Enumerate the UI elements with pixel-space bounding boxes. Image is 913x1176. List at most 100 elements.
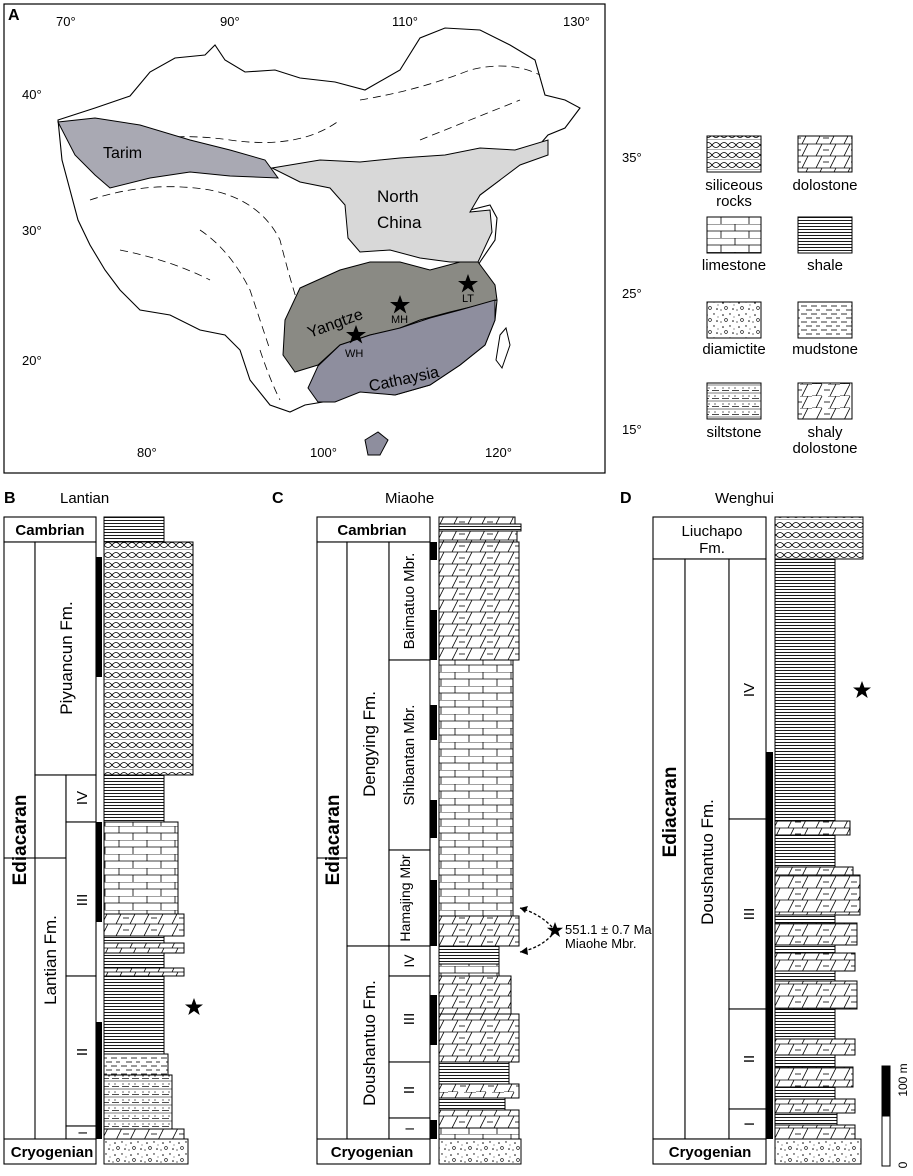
b-black-bar-2 <box>96 822 102 922</box>
scale-label-0: 0 <box>896 1161 910 1168</box>
c-doushantuo: Doushantuo Fm. <box>360 980 379 1106</box>
legend-swatch-limestone <box>706 216 762 254</box>
legend-siltstone: siltstone <box>706 424 761 441</box>
lon-label-70: 70° <box>56 14 76 29</box>
tarim-label: Tarim <box>103 145 142 162</box>
b-member-iii: III <box>74 894 91 907</box>
lt-star-icon <box>458 274 478 293</box>
d-member-ii: II <box>741 1055 758 1063</box>
b-member-i: I <box>76 1131 90 1134</box>
c-member-ii: II <box>401 1086 418 1094</box>
b-piyuancun: Piyuancun Fm. <box>57 601 76 714</box>
b-cambrian: Cambrian <box>15 522 84 539</box>
panel-c-label: C <box>272 490 284 507</box>
lat-label-30: 30° <box>22 223 42 238</box>
b-member-ii: II <box>74 1048 91 1056</box>
lon-label-80: 80° <box>137 445 157 460</box>
c-black-bar-1 <box>430 542 437 560</box>
lat-label-25: 25° <box>622 286 642 301</box>
b-cryogenian: Cryogenian <box>11 1144 94 1161</box>
mh-site-label: MH <box>391 314 408 326</box>
hainan-island <box>364 431 389 456</box>
panel-d-label: D <box>620 490 632 507</box>
scale-bar-white <box>881 1115 891 1167</box>
c-age-label: 551.1 ± 0.7 Ma <box>565 922 652 937</box>
legend-swatch-shale <box>797 216 853 254</box>
panel-a-label: A <box>8 7 20 24</box>
c-shibantan: Shibantan Mbr. <box>401 705 418 806</box>
b-lantian-fm: Lantian Fm. <box>41 915 60 1005</box>
wh-site-label: WH <box>345 348 363 360</box>
b-black-bar-3 <box>96 1022 102 1139</box>
b-member-iv: IV <box>74 791 91 805</box>
c-ediacaran: Ediacaran <box>323 795 344 886</box>
legend-shaly-dolostone-1: shaly <box>807 424 843 441</box>
lat-label-35: 35° <box>622 150 642 165</box>
legend-shale: shale <box>807 257 843 274</box>
legend-swatch-diamictite <box>706 301 762 339</box>
panel-c-miaohe: C Miaohe Cambrian Cryogenian Ediacaran D… <box>272 490 652 1165</box>
province-lines <box>89 65 541 401</box>
b-lithology-column <box>103 516 194 1165</box>
b-fossil-star-icon <box>185 998 203 1015</box>
legend-diamictite: diamictite <box>702 341 765 358</box>
wh-star-icon <box>346 325 366 344</box>
c-arrow-up-head <box>520 906 528 913</box>
c-black-bar-5 <box>430 880 437 946</box>
d-fossil-star-icon <box>853 681 871 698</box>
c-age-arrows <box>519 907 553 953</box>
legend-shaly-dolostone-2: dolostone <box>792 440 857 457</box>
legend-siliceous-1: siliceous <box>705 177 763 194</box>
panel-d-wenghui: D Wenghui Liuchapo Fm. Cryogenian Ediaca… <box>620 490 910 1168</box>
legend-swatch-dolostone <box>797 135 853 173</box>
legend-mudstone: mudstone <box>792 341 858 358</box>
d-member-i: I <box>741 1122 757 1126</box>
taiwan-island <box>495 326 511 370</box>
d-liuchapo-1: Liuchapo <box>682 523 743 540</box>
c-black-bar-7 <box>430 1120 437 1139</box>
scale-bar-black <box>881 1065 891 1117</box>
c-hamajing: Hamajing Mbr <box>397 854 413 941</box>
tarim-region <box>57 117 280 189</box>
legend-swatch-siltstone <box>706 382 762 420</box>
lithology-legend: siliceous rocks dolostone limestone shal… <box>702 135 858 457</box>
panel-d-title: Wenghui <box>715 490 774 507</box>
lon-label-120: 120° <box>485 445 512 460</box>
scale-label-100m: 100 m <box>896 1063 910 1096</box>
lat-label-15: 15° <box>622 422 642 437</box>
north-china-region <box>270 139 549 263</box>
north-china-label-2: China <box>377 213 422 232</box>
panel-c-title: Miaohe <box>385 490 434 507</box>
b-ediacaran: Ediacaran <box>10 795 31 886</box>
legend-swatch-mudstone <box>797 301 853 339</box>
d-black-bar <box>766 752 773 1139</box>
lon-label-110: 110° <box>392 14 418 29</box>
lon-label-90: 90° <box>220 14 240 29</box>
c-member-i: I <box>403 1127 417 1130</box>
lon-label-100: 100° <box>310 445 337 460</box>
c-black-bar-6 <box>430 995 437 1045</box>
c-cryogenian: Cryogenian <box>331 1144 414 1161</box>
legend-siliceous-2: rocks <box>716 193 752 210</box>
c-member-iv: IV <box>401 954 417 968</box>
lon-label-130: 130° <box>563 14 590 29</box>
panel-b-label: B <box>4 490 16 507</box>
panel-b-title: Lantian <box>60 490 109 507</box>
legend-dolostone: dolostone <box>792 177 857 194</box>
c-member-iii: III <box>401 1013 418 1026</box>
lat-label-20: 20° <box>22 353 42 368</box>
legend-swatch-siliceous <box>706 135 762 173</box>
d-liuchapo-2: Fm. <box>699 540 725 557</box>
d-ediacaran: Ediacaran <box>660 767 681 858</box>
mh-star-icon <box>390 295 410 314</box>
c-miaohe-mbr: Miaohe Mbr. <box>565 936 637 951</box>
b-black-bar-1 <box>96 557 102 677</box>
lt-site-label: LT <box>462 293 474 305</box>
c-lithology-column <box>438 516 522 1165</box>
c-cambrian: Cambrian <box>337 522 406 539</box>
cathaysia-region <box>307 299 496 403</box>
c-black-bar-4 <box>430 800 437 838</box>
c-age-star-icon <box>547 922 563 937</box>
d-member-iv: IV <box>741 683 758 697</box>
